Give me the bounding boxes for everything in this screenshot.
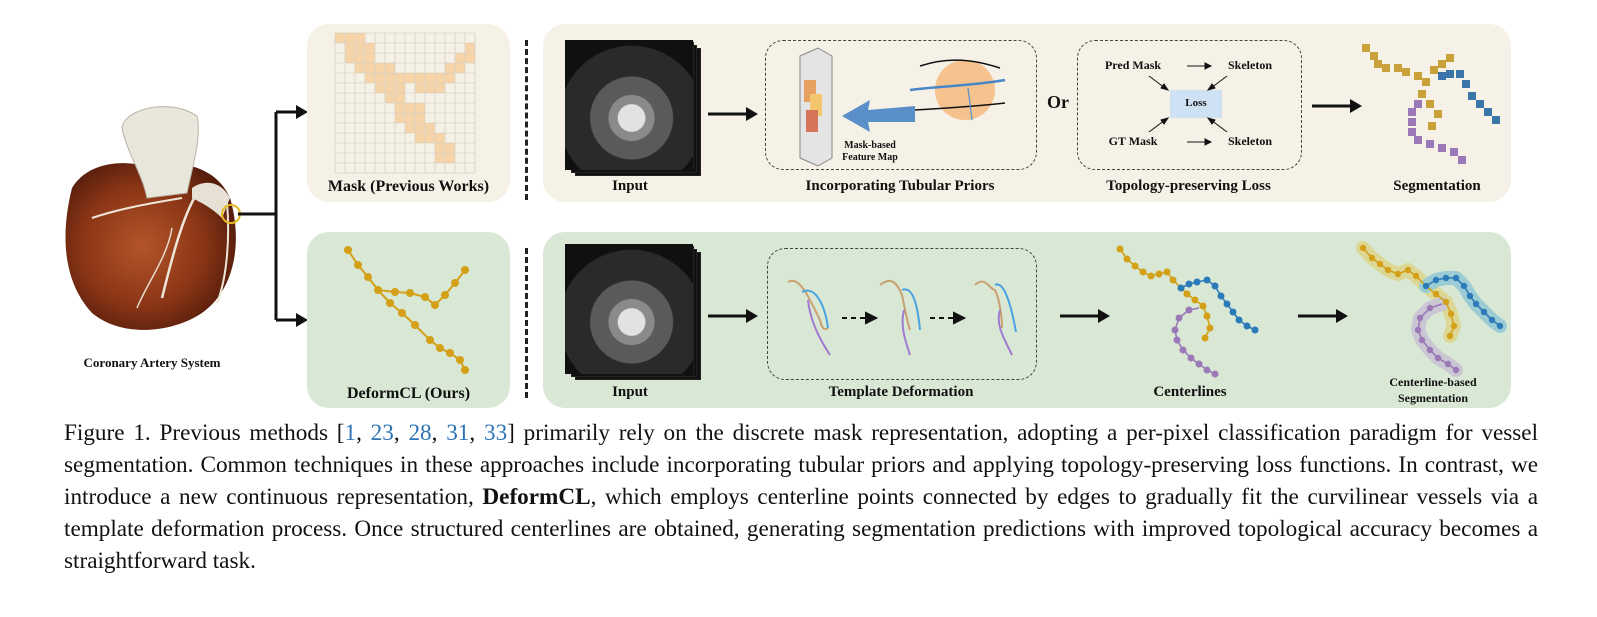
segmentation-label: Segmentation	[1393, 178, 1481, 194]
arrow-2-bottom	[1060, 309, 1110, 323]
tubular-priors-box	[765, 40, 1037, 170]
feature-map-label-2: Feature Map	[842, 152, 898, 163]
feature-map-label-1: Mask-based	[844, 140, 896, 151]
pred-mask-text: Pred Mask	[1104, 58, 1162, 72]
gt-mask-text: GT Mask	[1108, 134, 1158, 148]
loss-box	[1170, 90, 1222, 118]
arrow-2-top	[1312, 99, 1362, 113]
centerlines-label: Centerlines	[1153, 384, 1227, 400]
figure-caption: Figure 1. Previous methods [1, 23, 28, 3…	[64, 420, 1539, 574]
topology-label: Topology-preserving Loss	[1106, 178, 1271, 194]
cl-seg-label-2: Segmentation	[1398, 391, 1468, 405]
loss-arrows	[1148, 62, 1228, 146]
tubular-prior-illustration	[799, 47, 1006, 167]
arrow-1-top	[708, 107, 758, 121]
citation-link[interactable]: 31	[446, 420, 470, 446]
centerlines-graph	[1116, 245, 1259, 378]
input-label-top: Input	[612, 178, 648, 194]
caption-text-b: , which employs centerline points connec…	[64, 484, 1538, 574]
citation-link[interactable]: 1	[344, 420, 357, 446]
arrow-1-bottom	[708, 309, 758, 323]
mask-grid	[334, 32, 476, 174]
citation-link[interactable]: 28	[408, 420, 432, 446]
topology-loss-box	[1077, 40, 1302, 170]
citation-link[interactable]: 33	[483, 420, 508, 446]
template-deformation-box	[767, 248, 1037, 380]
skeleton-top-text: Skeleton	[1227, 58, 1272, 72]
centerline-segmentation-graph	[1356, 241, 1507, 377]
template-label: Template Deformation	[828, 384, 974, 400]
heart-illustration	[52, 98, 252, 343]
cl-seg-label-1: Centerline-based	[1389, 375, 1477, 389]
caption-text-a: ] primarily rely on the discrete mask re…	[64, 420, 1539, 510]
deformcl-graph	[344, 246, 469, 374]
caption-prefix: Figure 1. Previous methods [	[64, 420, 345, 446]
template-deformation-curves	[787, 279, 1017, 356]
caption-method-name: DeformCL	[482, 484, 591, 510]
skeleton-bottom-text: Skeleton	[1227, 134, 1272, 148]
citation-link[interactable]: 23	[370, 420, 394, 446]
deformcl-label: DeformCL (Ours)	[346, 385, 471, 402]
heart-label: Coronary Artery System	[83, 355, 221, 370]
separator-top	[525, 40, 528, 200]
or-text: Or	[1047, 92, 1069, 112]
branch-arrows	[238, 105, 308, 327]
segmentation-squares	[1362, 44, 1500, 164]
tubular-label: Incorporating Tubular Priors	[805, 178, 995, 194]
mask-label: Mask (Previous Works)	[327, 178, 490, 195]
loss-text: Loss	[1185, 97, 1207, 109]
separator-bottom	[525, 248, 528, 398]
arrow-3-bottom	[1298, 309, 1348, 323]
input-label-bottom: Input	[612, 384, 648, 400]
